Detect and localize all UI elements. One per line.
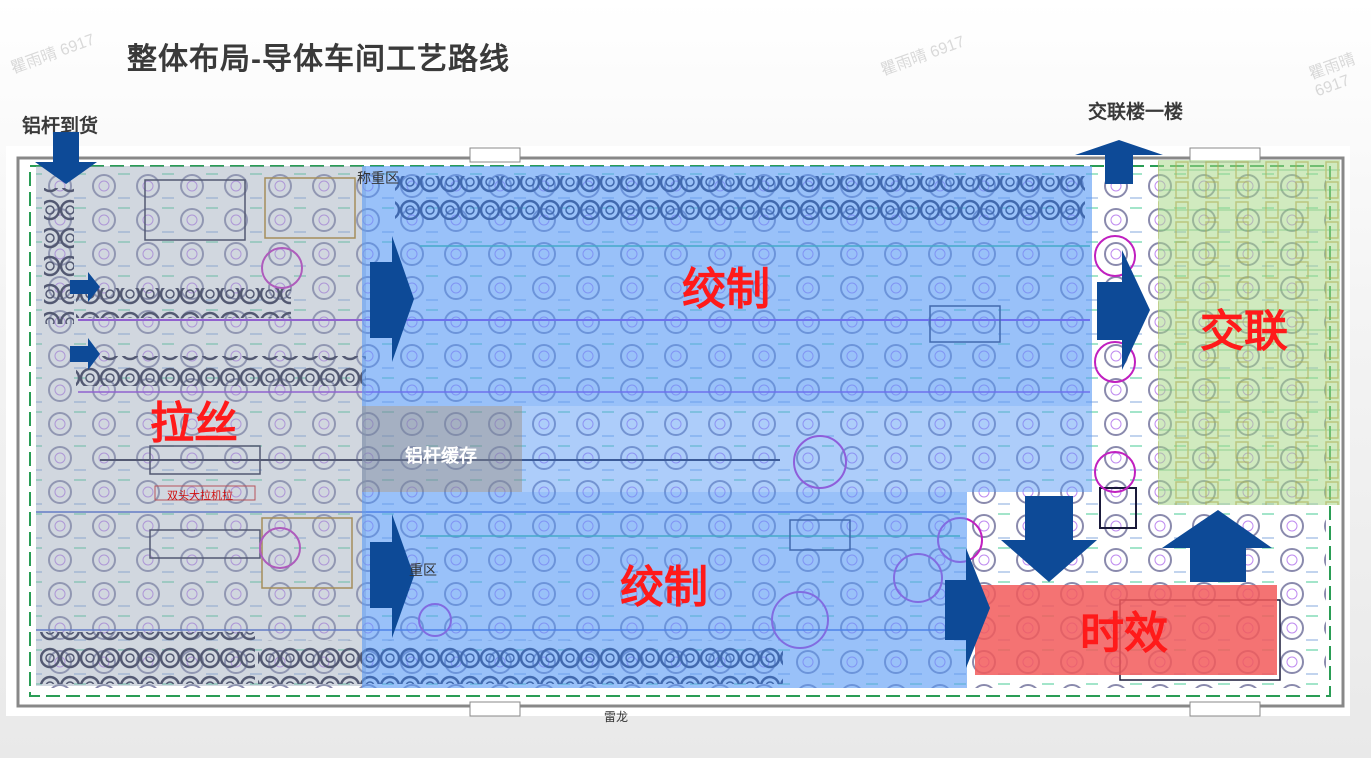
bottom-plan-label: 雷龙 bbox=[604, 710, 629, 724]
stranding-bottom-right-arrow bbox=[370, 514, 414, 638]
stranding-top-right-arrow bbox=[370, 236, 414, 362]
arrival-down-arrow bbox=[35, 132, 97, 184]
to-aging-down-arrow bbox=[1001, 496, 1097, 582]
small-right-arrow bbox=[70, 272, 100, 302]
xlpe-first-floor-label: 交联楼一楼 bbox=[1088, 102, 1184, 123]
small-right-arrow bbox=[70, 338, 100, 370]
to-crosslink-right-arrow bbox=[1097, 250, 1150, 370]
aging-zone-label: 时效 bbox=[1080, 609, 1168, 658]
stranding-top-zone-overlay bbox=[362, 166, 1092, 406]
stranding-bottom-zone-overlay bbox=[362, 492, 967, 688]
stranding-to-aging-right-arrow bbox=[945, 548, 990, 668]
drawing-zone-overlay bbox=[36, 166, 366, 686]
rod-buffer-label: 铝杆缓存 bbox=[405, 446, 477, 466]
aging-to-crosslink-up-arrow bbox=[1162, 510, 1272, 582]
stranding-top-zone-label: 绞制 bbox=[682, 265, 770, 314]
aging-zone-overlay bbox=[975, 585, 1277, 675]
rod-buffer-overlay bbox=[362, 406, 522, 492]
aluminum-arrival-label: 铝杆到货 bbox=[22, 116, 99, 137]
page-title: 整体布局-导体车间工艺路线 bbox=[127, 43, 510, 76]
to-first-floor-up-arrow bbox=[1075, 140, 1163, 184]
drawing-machine-label: 双头大拉机拉 bbox=[167, 490, 233, 502]
drawing-zone-label: 拉丝 bbox=[150, 399, 238, 448]
weigh-area-label: 称重区 bbox=[357, 170, 399, 186]
stranding-bottom-zone-label: 绞制 bbox=[620, 563, 708, 612]
crosslink-zone-overlay bbox=[1158, 160, 1340, 505]
weigh-area-short-label: 重区 bbox=[409, 562, 437, 578]
crosslink-zone-label: 交联 bbox=[1200, 307, 1288, 356]
